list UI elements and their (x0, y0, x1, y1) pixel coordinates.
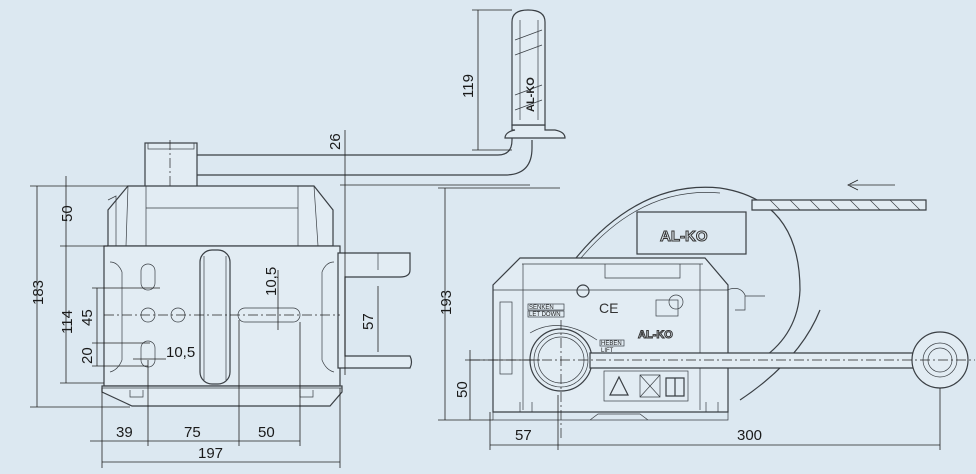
center-rib (199, 249, 231, 385)
strap (589, 352, 916, 369)
warning-icon (609, 375, 629, 396)
ce-mark: CE (599, 300, 618, 316)
dim-57-bracket: 57 (360, 313, 377, 330)
side-gear-case (492, 257, 729, 413)
dim-57-axis: 57 (515, 427, 532, 444)
manual-icon (665, 377, 685, 397)
rope (751, 199, 927, 211)
dim-197: 197 (198, 445, 223, 462)
front-view: AL-KO 183 50 114 45 (30, 9, 566, 468)
dim-10-5-h: 10,5 (166, 344, 195, 361)
dim-183: 183 (30, 280, 47, 305)
dim-10-5-v: 10,5 (263, 267, 280, 296)
logo-small: AL-KO (638, 329, 673, 341)
side-view: AL-KO CE AL-KO SENKEN LET DOWN HEBEN LIF… (438, 179, 975, 450)
dim-20: 20 (79, 347, 96, 364)
dim-300: 300 (737, 427, 762, 444)
label-senken: SENKEN (529, 305, 554, 311)
dim-26: 26 (327, 133, 344, 150)
dim-75: 75 (184, 424, 201, 441)
right-bracket (337, 252, 413, 369)
dim-119: 119 (460, 74, 477, 98)
dim-193: 193 (438, 290, 455, 315)
handle-logo: AL-KO (525, 77, 537, 112)
dim-50-axis: 50 (454, 381, 471, 398)
label-heben: HEBEN (601, 341, 622, 347)
crank-handle: AL-KO (197, 9, 566, 176)
dim-50-top: 50 (59, 205, 76, 222)
winch-pictogram-icon (655, 299, 679, 317)
logo-large: AL-KO (660, 228, 708, 245)
side-dimensions: 193 50 57 300 (438, 187, 941, 450)
pull-direction-arrow-icon (847, 179, 895, 191)
label-let-down: LET DOWN (529, 312, 561, 318)
front-dimensions: 183 50 114 45 20 10,5 10,5 57 26 119 39 … (30, 9, 530, 468)
no-person-under-load-icon (639, 374, 661, 398)
dim-39: 39 (116, 424, 133, 441)
dim-50-bottom: 50 (258, 424, 275, 441)
dim-45: 45 (79, 309, 96, 326)
safety-icons (603, 370, 689, 402)
label-lift: LIFT (601, 348, 614, 354)
top-housing (107, 185, 334, 247)
dim-114: 114 (59, 310, 76, 334)
crank-hub (144, 142, 198, 188)
